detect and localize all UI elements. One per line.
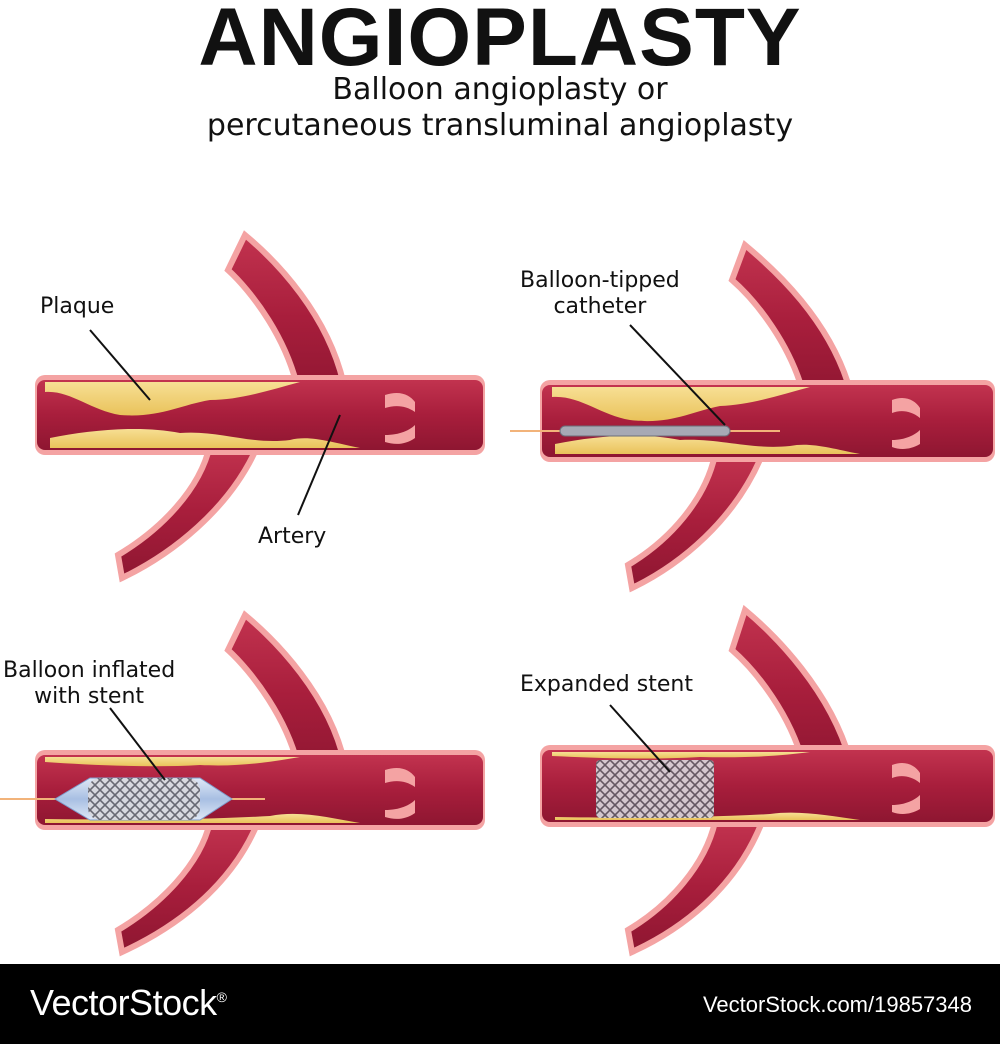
- page-title: ANGIOPLASTY: [198, 0, 802, 83]
- brand-name: VectorStock: [30, 982, 217, 1023]
- stent-crimped: [88, 778, 200, 820]
- plaque-deposits: [552, 387, 860, 454]
- brand-mark: ®: [216, 989, 227, 1005]
- label-balloon-catheter-line-2: catheter: [553, 294, 647, 319]
- label-balloon-inflated-line-1: Balloon inflated: [3, 658, 176, 683]
- panel-balloon-inflated: [0, 610, 485, 957]
- expanded-stent-pointer: [609, 704, 671, 773]
- plaque-deposits: [552, 752, 860, 820]
- plaque-pointer: [89, 329, 151, 401]
- label-balloon-inflated-line-2: with stent: [34, 684, 145, 709]
- panel-plaque-artery: [35, 230, 485, 583]
- artery-pointer: [297, 414, 341, 516]
- footer-bar: VectorStock® VectorStock.com/19857348: [0, 964, 1000, 1044]
- plaque-deposits: [45, 757, 360, 823]
- vessel-branches: [624, 604, 854, 957]
- page-subtitle: Balloon angioplasty or percutaneous tran…: [0, 72, 1000, 144]
- label-balloon-catheter: Balloon-tipped catheter: [520, 268, 680, 320]
- expanded-stent: [596, 760, 714, 818]
- plaque-deposits: [45, 382, 360, 448]
- stent-pointer: [109, 707, 166, 781]
- label-artery: Artery: [258, 524, 327, 549]
- subtitle-line-2: percutaneous transluminal angioplasty: [206, 108, 794, 143]
- label-plaque: Plaque: [40, 294, 115, 319]
- panel-balloon-catheter: [510, 239, 995, 593]
- brand-url: VectorStock.com/19857348: [702, 992, 972, 1017]
- panel-expanded-stent: [540, 604, 995, 957]
- label-balloon-catheter-line-1: Balloon-tipped: [520, 268, 680, 293]
- deflated-balloon: [559, 425, 731, 437]
- brand-logo: VectorStock®: [30, 982, 227, 1024]
- vessel-branches: [114, 610, 349, 957]
- label-balloon-inflated: Balloon inflated with stent: [3, 658, 175, 710]
- label-expanded-stent: Expanded stent: [520, 672, 693, 697]
- catheter-pointer: [629, 324, 726, 426]
- subtitle-line-1: Balloon angioplasty or: [332, 72, 668, 107]
